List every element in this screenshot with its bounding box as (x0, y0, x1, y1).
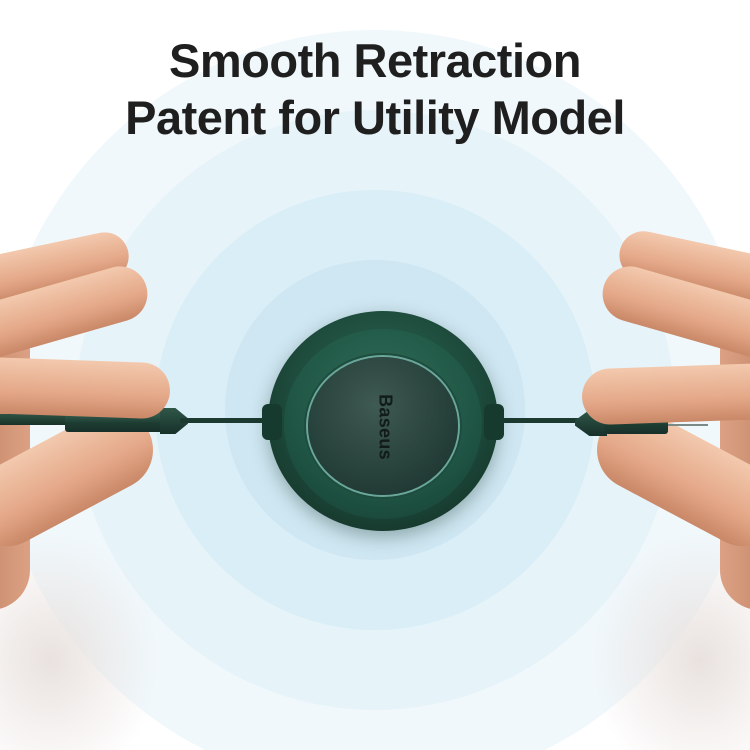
right-hand-index-finger (581, 362, 750, 426)
cable-tail-left (0, 414, 75, 425)
reel-face (308, 357, 458, 495)
left-hand-index-finger (0, 356, 171, 420)
headline-line-2: Patent for Utility Model (125, 91, 625, 144)
reel-cable-exit-right (484, 404, 504, 440)
headline-line-1: Smooth Retraction (169, 34, 581, 87)
cable-reel-device: Baseus (262, 311, 504, 531)
cable-right (460, 418, 580, 423)
cable-left (180, 418, 290, 423)
reel-cable-exit-left (262, 404, 282, 440)
brand-logo: Baseus (375, 394, 396, 460)
usb-c-tip (668, 424, 708, 426)
headline: Smooth Retraction Patent for Utility Mod… (0, 32, 750, 146)
